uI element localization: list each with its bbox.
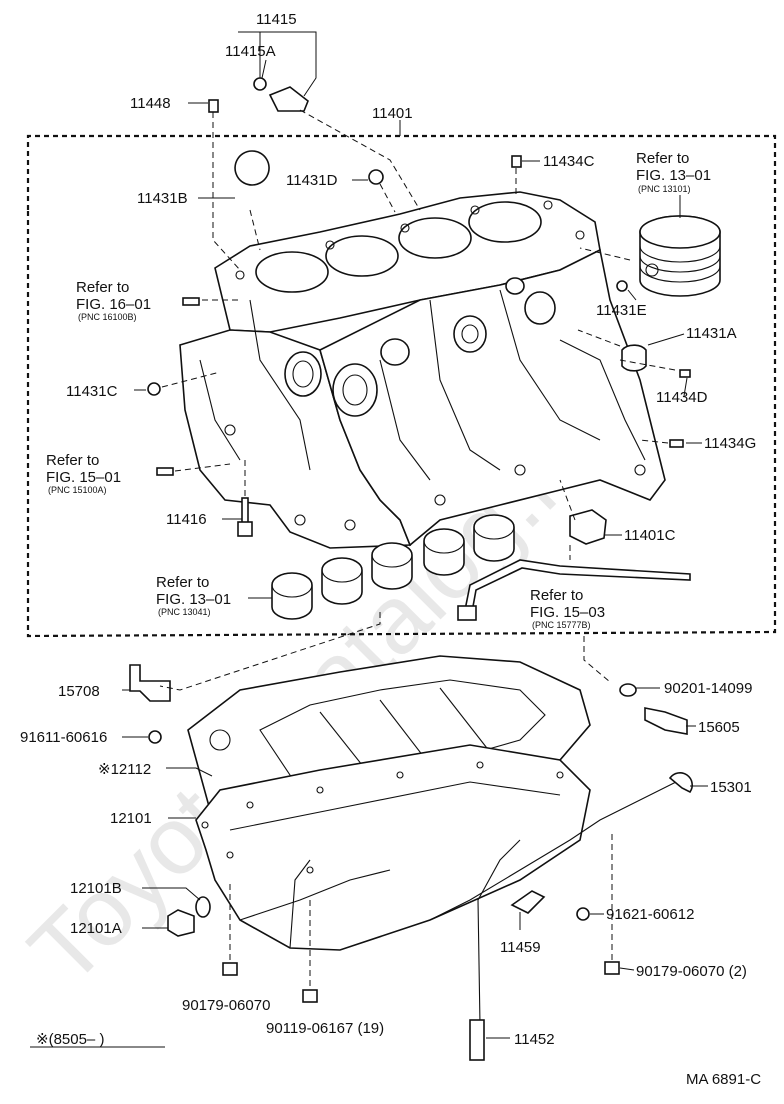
label-11452: 11452 [514, 1031, 555, 1048]
label-12101B: 12101B [70, 880, 122, 897]
svg-text:FIG. 13–01: FIG. 13–01 [156, 591, 231, 608]
dipstick-guide [429, 779, 681, 921]
label-11401: 11401 [372, 105, 413, 122]
svg-text:FIG. 16–01: FIG. 16–01 [76, 296, 151, 313]
label-15708: 15708 [58, 683, 100, 700]
label-11434D: 11434D [656, 389, 708, 406]
pan-small-parts [129, 664, 688, 1003]
refer-note-fig-13-01-piston: Refer to FIG. 13–01 (PNC 13101) [636, 150, 711, 194]
oil-strainer-pipe [464, 559, 691, 614]
refer-to-notes: Refer to FIG. 13–01 (PNC 13101) Refer to… [46, 150, 711, 630]
label-90179-06070-2: 90179-06070 (2) [636, 963, 747, 980]
svg-text:(PNC 15100A): (PNC 15100A) [48, 485, 107, 495]
label-90201-14099: 90201-14099 [664, 680, 752, 697]
oil-pan-assembly [187, 655, 591, 951]
svg-text:Refer to: Refer to [46, 452, 99, 469]
label-11431A: 11431A [686, 325, 737, 342]
label-91621-60612: 91621-60612 [606, 906, 694, 923]
svg-text:Refer to: Refer to [530, 587, 583, 604]
label-91611-60616: 91611-60616 [20, 729, 107, 746]
label-11431B: 11431B [137, 190, 188, 207]
top-small-parts [147, 77, 691, 545]
label-11431C: 11431C [66, 383, 118, 400]
label-11459: 11459 [500, 939, 541, 956]
svg-text:FIG. 15–03: FIG. 15–03 [530, 604, 605, 621]
svg-text:Refer to: Refer to [156, 574, 209, 591]
svg-text:(PNC 13101): (PNC 13101) [638, 184, 691, 194]
label-90179-06070: 90179-06070 [182, 997, 270, 1014]
label-11448: 11448 [130, 95, 171, 112]
dipstick-handle [668, 772, 693, 794]
crank-bearings [271, 514, 515, 620]
label-15605: 15605 [698, 719, 740, 736]
cylinder-block [179, 191, 666, 549]
diagram-code: MA 6891-C [686, 1071, 761, 1088]
svg-text:(PNC 15777B): (PNC 15777B) [532, 620, 591, 630]
label-11415: 11415 [256, 11, 297, 28]
svg-text:FIG. 15–01: FIG. 15–01 [46, 469, 121, 486]
footnote: ※(8505– ) [36, 1031, 104, 1048]
leader-lines [30, 31, 708, 1048]
label-11416: 11416 [166, 511, 207, 528]
label-15301: 15301 [710, 779, 752, 796]
svg-text:(PNC 16100B): (PNC 16100B) [78, 312, 137, 322]
label-12101: 12101 [110, 810, 152, 827]
svg-text:Refer to: Refer to [636, 150, 689, 167]
refer-note-fig-15-03: Refer to FIG. 15–03 (PNC 15777B) [530, 587, 605, 630]
refer-note-fig-16-01: Refer to FIG. 16–01 (PNC 16100B) [76, 279, 151, 322]
part-labels: 11415 11415A 11448 11401 11431B 11431D 1… [20, 11, 756, 1048]
svg-text:Refer to: Refer to [76, 279, 129, 296]
svg-text:FIG. 13–01: FIG. 13–01 [636, 167, 711, 184]
refer-note-fig-13-01-bearings: Refer to FIG. 13–01 (PNC 13041) [156, 574, 231, 617]
label-11431D: 11431D [286, 172, 338, 189]
label-90119-06167: 90119-06167 (19) [266, 1020, 384, 1037]
dipstick-tube-end [469, 1019, 485, 1061]
piston-illustration [639, 215, 721, 297]
label-11415A: 11415A [225, 43, 276, 60]
label-12112: ※12112 [98, 761, 151, 778]
dipstick [477, 839, 521, 1026]
label-11434C: 11434C [543, 153, 595, 170]
block-group-frame [26, 134, 777, 638]
label-11434G: 11434G [704, 435, 756, 452]
refer-note-fig-15-01: Refer to FIG. 15–01 (PNC 15100A) [46, 452, 121, 495]
label-11401C: 11401C [624, 527, 676, 544]
bracket-11459 [510, 890, 546, 914]
label-11431E: 11431E [596, 302, 647, 319]
svg-text:(PNC 13041): (PNC 13041) [158, 607, 211, 617]
label-12101A: 12101A [70, 920, 122, 937]
strainer-flange [457, 605, 477, 621]
